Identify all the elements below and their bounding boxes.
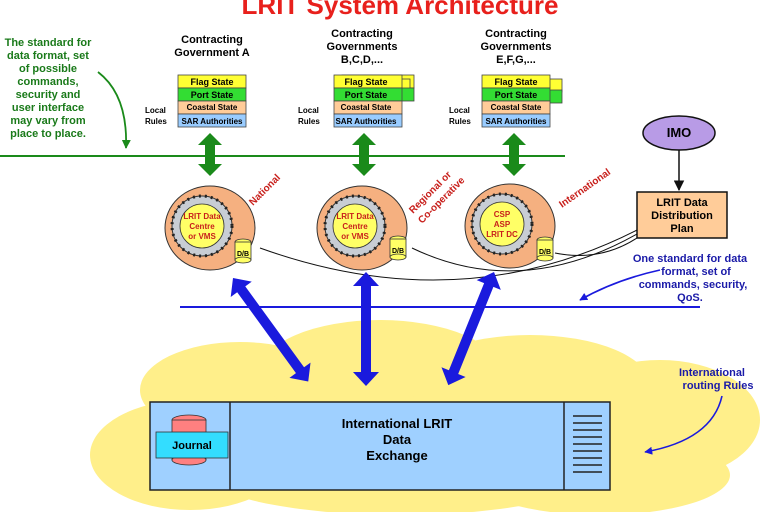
local-rules-label: Local (449, 106, 470, 115)
right-note-line: QoS. (677, 292, 703, 304)
distribution-plan-line: Distribution (651, 210, 713, 222)
db-label: D/B (392, 248, 404, 255)
centre-line: LRIT Data (183, 212, 221, 221)
government-heading: Governments (481, 41, 552, 53)
left-note-line: data format, set (7, 50, 89, 62)
left-note-line: commands, (17, 76, 78, 88)
layer-flag-state: Flag State (190, 77, 233, 87)
left-note-line: The standard for (5, 37, 93, 49)
plan-connection-lines (259, 229, 638, 281)
routing-note-line: International (679, 367, 745, 379)
db-label: D/B (237, 251, 249, 258)
scope-label: National (247, 172, 283, 208)
right-note-line: commands, security, (639, 279, 748, 291)
layer-port-state: Port State (191, 90, 234, 100)
centre-regional: LRIT Data Centre or VMS D/B Regional or … (316, 169, 468, 271)
government-heading: Contracting (181, 34, 243, 46)
centre-line: or VMS (341, 232, 369, 241)
left-note-line: user interface (12, 102, 84, 114)
centre-line: or VMS (188, 232, 216, 241)
local-rules-label: Rules (145, 117, 167, 126)
layer-flag-state: Flag State (344, 77, 387, 87)
journal-label: Journal (172, 440, 212, 452)
distribution-plan-box (636, 191, 728, 239)
exchange-label: International LRIT (342, 416, 453, 431)
centre-line: CSP (494, 210, 511, 219)
left-note-line: may vary from (10, 115, 85, 127)
local-rules-label: Local (298, 106, 319, 115)
blue-double-arrows (230, 272, 501, 386)
government-efg: Contracting Governments E,F,G,... Flag S… (449, 28, 563, 128)
layer-sar: SAR Authorities (335, 117, 397, 126)
layer-coastal-state: Coastal State (341, 103, 392, 112)
centre-international: CSP ASP LRIT DC D/B International (464, 167, 613, 269)
local-rules-label: Local (145, 106, 166, 115)
centre-line: LRIT DC (486, 230, 518, 239)
distribution-plan-line: Plan (670, 223, 694, 235)
layer-flag-state: Flag State (494, 77, 537, 87)
exchange-label: Data (383, 432, 412, 447)
centre-national: LRIT Data Centre or VMS D/B National (164, 172, 283, 271)
layer-port-state: Port State (345, 90, 388, 100)
government-heading: E,F,G,... (496, 54, 536, 66)
left-note: The standard for data format, set of pos… (5, 37, 93, 140)
right-note-line: format, set of (661, 266, 731, 278)
db-label: D/B (539, 249, 551, 256)
right-note-line: One standard for data (633, 253, 748, 265)
layer-sar: SAR Authorities (485, 117, 547, 126)
routing-note-arrow (644, 395, 723, 455)
left-note-arrow (97, 71, 131, 149)
distribution-plan-line: LRIT Data (656, 197, 708, 209)
government-heading: Governments (327, 41, 398, 53)
left-note-line: place to place. (10, 128, 86, 140)
centre-line: LRIT Data (336, 212, 374, 221)
government-heading: B,C,D,... (341, 54, 383, 66)
routing-note-line: routing Rules (683, 380, 754, 392)
government-bcd: Contracting Governments B,C,D,... Flag S… (298, 28, 415, 128)
local-rules-label: Rules (449, 117, 471, 126)
centre-line: ASP (494, 220, 511, 229)
right-note: One standard for data format, set of com… (633, 253, 748, 304)
layer-coastal-state: Coastal State (187, 103, 238, 112)
government-heading: Contracting (331, 28, 393, 40)
scope-label: International (557, 167, 613, 211)
left-note-line: of possible (19, 63, 77, 75)
layer-sar: SAR Authorities (181, 117, 243, 126)
diagram-title: LRIT System Architecture (242, 0, 559, 20)
right-note-arrow (579, 269, 661, 301)
centre-line: Centre (189, 222, 215, 231)
layer-port-state: Port State (495, 90, 538, 100)
data-exchange: Journal International LRIT Data Exchange (149, 401, 611, 491)
government-a: Contracting Government A Flag State Port… (145, 34, 250, 128)
layer-coastal-state: Coastal State (491, 103, 542, 112)
government-heading: Government A (174, 47, 249, 59)
local-rules-label: Rules (298, 117, 320, 126)
left-note-line: security and (16, 89, 81, 101)
exchange-label: Exchange (366, 448, 427, 463)
imo-label: IMO (667, 125, 692, 140)
green-double-arrows (198, 133, 526, 176)
centre-line: Centre (342, 222, 368, 231)
government-heading: Contracting (485, 28, 547, 40)
